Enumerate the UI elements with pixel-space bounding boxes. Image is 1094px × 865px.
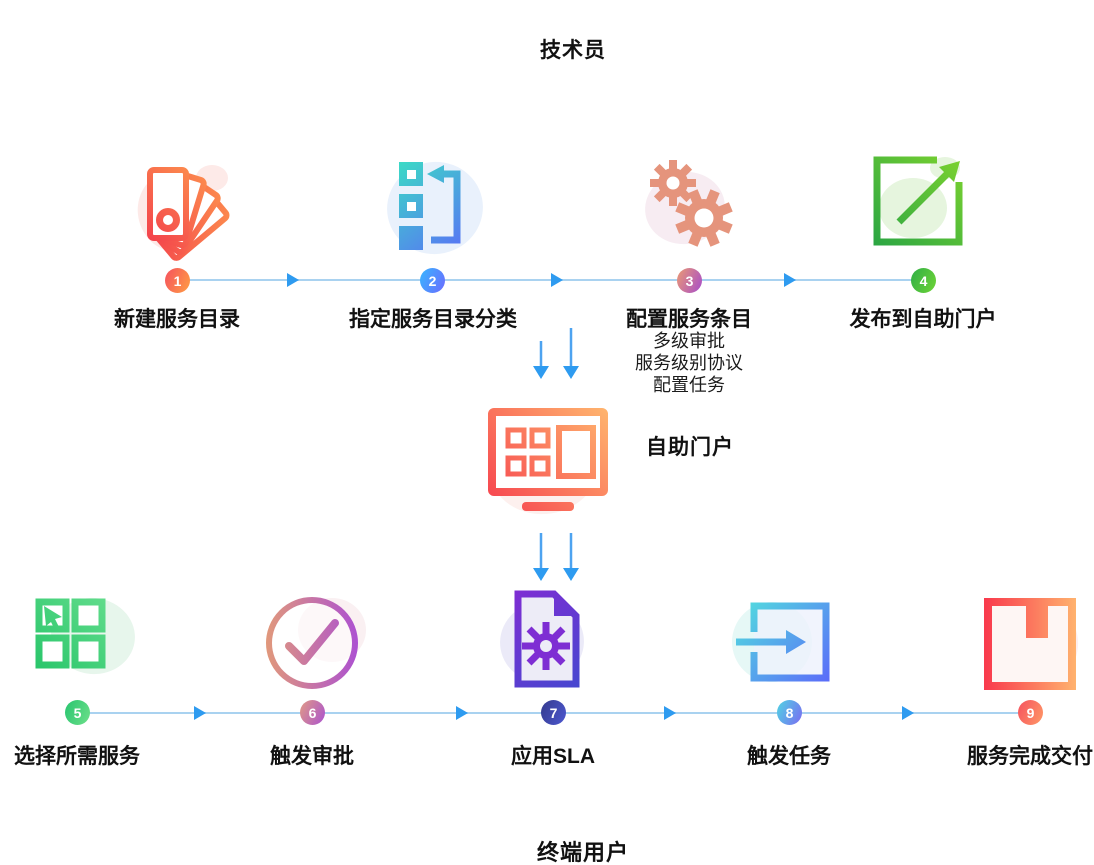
step-label-5: 选择所需服务 bbox=[14, 745, 140, 768]
step-badge-6: 6 bbox=[300, 700, 325, 725]
step-label-3: 配置服务条目 bbox=[626, 308, 752, 331]
apply-sla-document-gear-icon bbox=[500, 590, 584, 688]
sub-item: 服务级别协议 bbox=[635, 353, 743, 373]
step-badge-9: 9 bbox=[1018, 700, 1043, 725]
cursor-icon bbox=[44, 606, 62, 630]
publish-to-portal-icon bbox=[873, 156, 963, 246]
flow-right-arrow-icon bbox=[287, 273, 299, 287]
self-service-portal-icon bbox=[488, 408, 608, 515]
flow-right-arrow-icon bbox=[784, 273, 796, 287]
trigger-approval-check-icon bbox=[266, 597, 366, 689]
top-timeline-line bbox=[177, 279, 923, 281]
step-badge-2: 2 bbox=[420, 268, 445, 293]
step-badge-8: 8 bbox=[777, 700, 802, 725]
trigger-task-icon bbox=[732, 602, 830, 682]
select-service-icon bbox=[35, 597, 135, 675]
sub-item: 配置任务 bbox=[653, 375, 725, 395]
flow-down-arrows-icon bbox=[533, 533, 579, 581]
flow-right-arrow-icon bbox=[902, 706, 914, 720]
blob-bg bbox=[387, 161, 483, 255]
flow-right-arrow-icon bbox=[456, 706, 468, 720]
step-label-6: 触发审批 bbox=[270, 745, 354, 768]
top-lane-title: 技术员 bbox=[540, 39, 606, 62]
step-label-7: 应用SLA bbox=[511, 745, 595, 768]
step-badge-7: 7 bbox=[541, 700, 566, 725]
flow-right-arrow-icon bbox=[194, 706, 206, 720]
flow-down-arrows-icon bbox=[533, 328, 579, 379]
step-3-sub-items: 多级审批 服务级别协议 配置任务 bbox=[579, 330, 799, 396]
portal-label: 自助门户 bbox=[646, 436, 734, 459]
service-delivered-box-icon bbox=[984, 598, 1079, 690]
new-service-catalog-icon bbox=[137, 165, 230, 261]
flow-right-arrow-icon bbox=[664, 706, 676, 720]
flow-right-arrow-icon bbox=[551, 273, 563, 287]
step-label-2: 指定服务目录分类 bbox=[349, 308, 517, 331]
step-badge-4: 4 bbox=[911, 268, 936, 293]
step-badge-5: 5 bbox=[65, 700, 90, 725]
sub-item: 多级审批 bbox=[653, 331, 725, 351]
configure-service-items-gears-icon bbox=[645, 160, 733, 247]
step-label-9: 服务完成交付 bbox=[967, 745, 1093, 768]
step-label-1: 新建服务目录 bbox=[114, 308, 240, 331]
assign-catalog-category-icon bbox=[387, 161, 483, 255]
step-label-8: 触发任务 bbox=[747, 745, 831, 768]
step-badge-3: 3 bbox=[677, 268, 702, 293]
step-badge-1: 1 bbox=[165, 268, 190, 293]
bottom-lane-title: 终端用户 bbox=[537, 840, 630, 865]
step-label-4: 发布到自助门户 bbox=[849, 308, 997, 331]
